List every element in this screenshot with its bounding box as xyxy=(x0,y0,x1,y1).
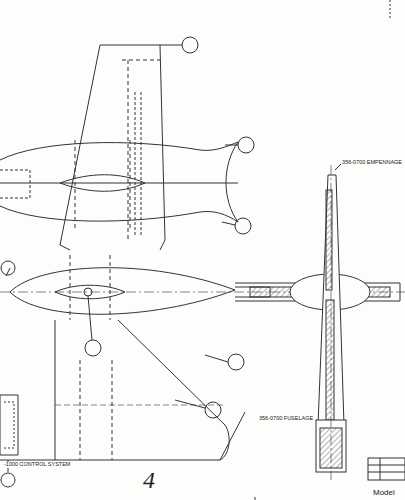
sheet-number: 4 xyxy=(142,468,156,492)
part-label: 356-0700 EMPENNAGE xyxy=(341,160,403,166)
part-label: -1000 CONTROL SYSTEM xyxy=(3,462,71,468)
part-label: 356-0700 FUSELAGE xyxy=(258,416,314,422)
title-text: Model xyxy=(372,489,396,497)
